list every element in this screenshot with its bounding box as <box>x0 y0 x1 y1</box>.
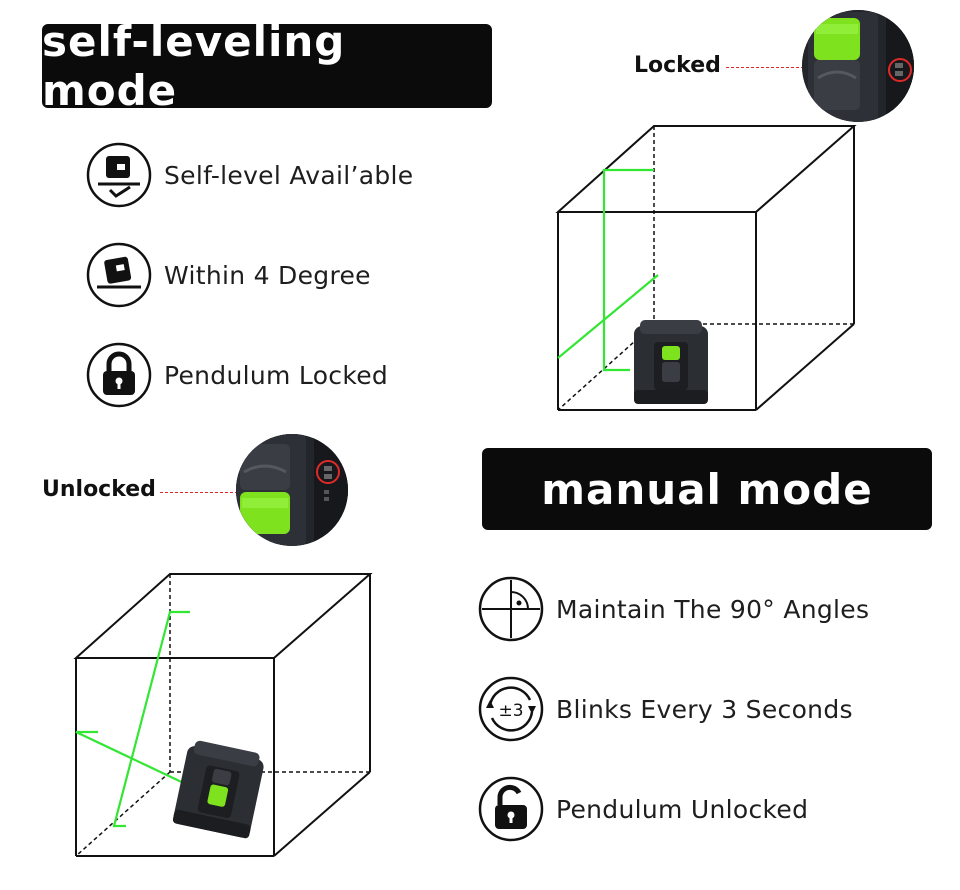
feature-label: Within 4 Degree <box>164 260 371 290</box>
locked-label: Locked <box>634 53 721 78</box>
feature-within-degree: Within 4 Degree <box>86 242 371 308</box>
feature-blinks: ±3 Blinks Every 3 Seconds <box>478 676 853 742</box>
feature-pendulum-unlocked: Pendulum Unlocked <box>478 776 808 842</box>
laser-device <box>172 740 264 839</box>
unlocked-callout-line <box>160 492 238 493</box>
locked-padlock-icon <box>86 342 152 408</box>
feature-label: Pendulum Unlocked <box>556 794 809 824</box>
manual-title-text: manual mode <box>541 464 873 514</box>
unlocked-label: Unlocked <box>42 477 156 502</box>
self-level-device-icon <box>86 142 152 208</box>
self-leveling-title-text: self-leveling mode <box>42 17 346 115</box>
self-leveling-mode-title: self-leveling mode <box>42 17 492 115</box>
manual-mode-title: manual mode <box>482 448 932 530</box>
blink-cycle-icon: ±3 <box>478 676 544 742</box>
feature-pendulum-locked: Pendulum Locked <box>86 342 388 408</box>
feature-label: Maintain The 90° Angles <box>556 594 870 624</box>
feature-90-angles: Maintain The 90° Angles <box>478 576 869 642</box>
unlocked-switch-closeup <box>236 434 348 546</box>
feature-label: Self-level Avail’able <box>164 160 414 190</box>
feature-self-level: Self-level Avail’able <box>86 142 413 208</box>
manual-mode-cube-diagram <box>73 573 373 857</box>
within-degree-device-icon <box>86 242 152 308</box>
unlocked-padlock-icon <box>478 776 544 842</box>
laser-device <box>634 320 708 404</box>
blink-icon-text: ±3 <box>498 701 523 721</box>
feature-label: Pendulum Locked <box>164 360 389 390</box>
laser-lines <box>557 168 659 372</box>
locked-callout-line <box>726 67 804 68</box>
self-leveling-cube-diagram <box>555 125 857 411</box>
laser-lines <box>75 610 191 828</box>
right-angle-icon <box>478 576 544 642</box>
locked-switch-closeup <box>802 10 914 122</box>
feature-label: Blinks Every 3 Seconds <box>556 694 853 724</box>
